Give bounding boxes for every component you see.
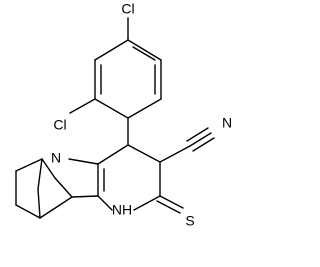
- bridgehead-nitrogen-label: N: [51, 150, 61, 166]
- bond-ring-1: [127, 39, 162, 61]
- bond-ring-double-inner-3: [132, 46, 156, 61]
- bond-bridgehead-ch2-a: [15, 158, 43, 172]
- bond-thione-2: [156, 200, 181, 214]
- bond-bridgehead-n-c5: [68, 158, 99, 165]
- thione-group: [156, 195, 184, 214]
- bond-thione-1: [159, 195, 184, 209]
- chemical-structure-diagram: Cl Cl N N NH S: [15, 1, 232, 229]
- nitrile-group: [159, 127, 215, 163]
- bond-ring-4: [94, 98, 129, 119]
- bond-n1-c6: [97, 195, 113, 211]
- aromatic-ring: [94, 39, 162, 119]
- bond-nitrile-triple-3: [192, 137, 215, 152]
- bond-chlorine-ortho: [69, 98, 96, 114]
- bond-nitrile-1: [159, 145, 191, 163]
- bond-bridge-down-1: [71, 195, 99, 198]
- nitrile-nitrogen-label: N: [222, 115, 232, 131]
- bond-c2-n1: [133, 195, 161, 211]
- bond-bridgehead-ch: [39, 196, 73, 219]
- chlorine-ortho-label: Cl: [53, 117, 66, 133]
- bond-bridge-mid-b: [37, 188, 41, 219]
- bond-bridge-upper-a: [41, 158, 56, 179]
- chlorine-para-label: Cl: [121, 1, 134, 17]
- bond-bridgehead-ch2-c: [15, 204, 41, 219]
- thione-sulfur-label: S: [185, 213, 194, 229]
- amine-label: NH: [112, 202, 132, 218]
- bicyclic-bridge: [15, 158, 99, 219]
- bond-c4-c3: [127, 144, 161, 163]
- bond-ring-3: [127, 98, 162, 119]
- substituent-bonds: [69, 17, 129, 146]
- bond-c5-c4: [97, 144, 129, 165]
- bond-nitrile-triple-2: [186, 127, 209, 142]
- bond-nitrile-triple-1: [189, 132, 212, 147]
- dihydropyridine-ring: [97, 144, 161, 211]
- bond-ring-6: [94, 39, 129, 61]
- bond-bridge-upper-b: [54, 177, 73, 198]
- bond-bridge-mid-a: [37, 158, 43, 190]
